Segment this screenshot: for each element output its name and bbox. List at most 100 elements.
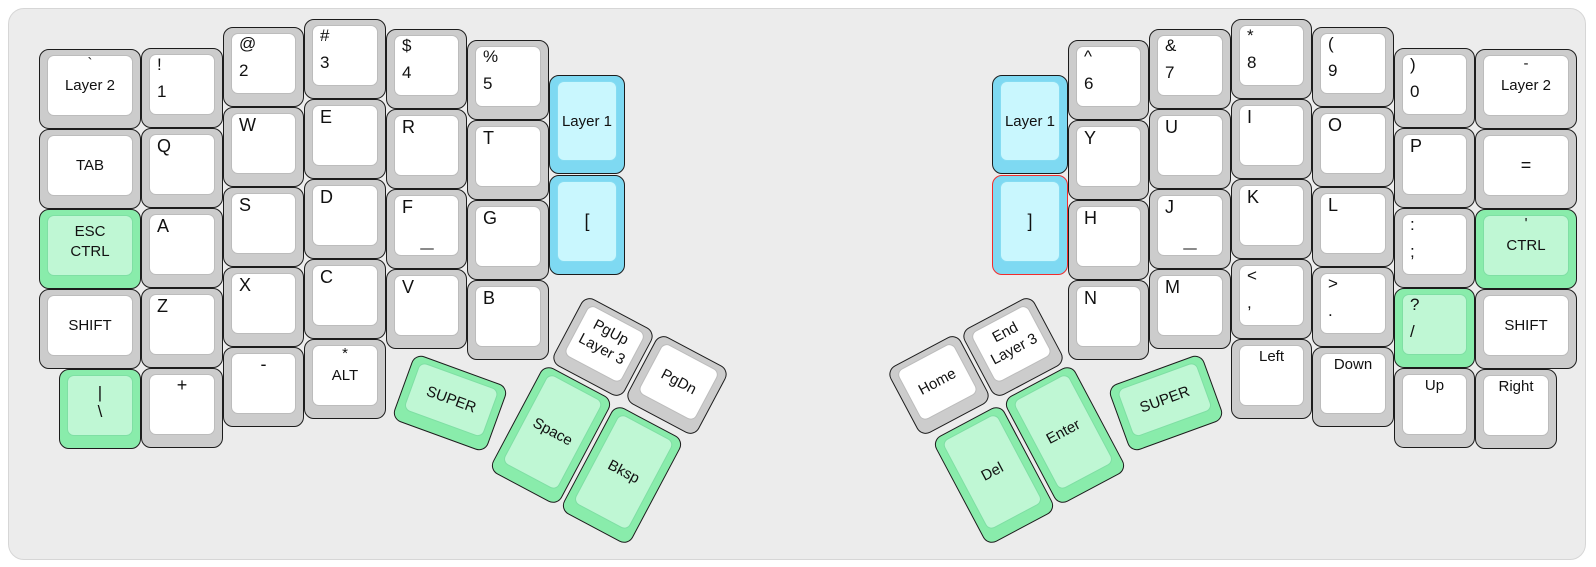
key-label: P <box>1410 136 1423 156</box>
key-caret-6[interactable]: ^6 <box>1068 40 1149 120</box>
keycap-top: ?/ <box>1402 294 1467 355</box>
keycap-top: O <box>1320 113 1386 174</box>
key-label: Layer 2 <box>64 76 116 94</box>
key-label: K <box>1247 187 1260 207</box>
key-paren-0[interactable]: )0 <box>1394 48 1475 128</box>
key-s[interactable]: S <box>223 187 304 267</box>
key-arrow-up[interactable]: Up <box>1394 368 1475 448</box>
key-paren-9[interactable]: (9 <box>1312 27 1394 107</box>
key-label: Bksp <box>604 456 643 488</box>
keycap-top: P <box>1402 134 1467 195</box>
key-n[interactable]: N <box>1068 280 1149 360</box>
key-label: 6 <box>1084 74 1094 94</box>
key-label: Space <box>529 414 576 450</box>
key-minus[interactable]: - <box>223 347 304 427</box>
key-o[interactable]: O <box>1312 107 1394 187</box>
key-w[interactable]: W <box>223 107 304 187</box>
key-colon-semicolon[interactable]: :; <box>1394 208 1475 288</box>
keycap-top: 'CTRL <box>1483 215 1569 276</box>
key-exclaim-1[interactable]: !1 <box>141 48 223 128</box>
key-plus[interactable]: + <box>141 368 223 448</box>
key-u[interactable]: U <box>1149 109 1231 189</box>
key-label: ALT <box>331 366 359 384</box>
keycap-top: M <box>1157 275 1223 336</box>
key-label: / <box>1410 322 1415 342</box>
key-minus-layer2[interactable]: -Layer 2 <box>1475 49 1577 129</box>
key-label: > <box>1328 274 1338 293</box>
key-shift-left[interactable]: SHIFT <box>39 289 141 369</box>
key-d[interactable]: D <box>304 179 386 259</box>
key-label: X <box>239 275 252 295</box>
keycap-top: S <box>231 193 296 254</box>
key-p[interactable]: P <box>1394 128 1475 208</box>
key-amp-7[interactable]: &7 <box>1149 29 1231 109</box>
key-at-2[interactable]: @2 <box>223 27 304 107</box>
key-h[interactable]: H <box>1068 200 1149 280</box>
key-label: L <box>1328 195 1339 215</box>
key-r[interactable]: R <box>386 109 467 189</box>
key-label: 2 <box>239 61 249 81</box>
key-q[interactable]: Q <box>141 128 223 208</box>
key-asterisk-8[interactable]: *8 <box>1231 19 1312 99</box>
key-f[interactable]: F <box>386 189 467 269</box>
key-right-bracket[interactable]: ] <box>992 175 1068 275</box>
key-layer1-right[interactable]: Layer 1 <box>992 75 1068 174</box>
key-b[interactable]: B <box>467 280 549 360</box>
key-dollar-4[interactable]: $4 <box>386 29 467 109</box>
key-m[interactable]: M <box>1149 269 1231 349</box>
key-question-slash[interactable]: ?/ <box>1394 288 1475 368</box>
key-grave-layer2[interactable]: `Layer 2 <box>39 49 141 129</box>
keycap-top: G <box>475 206 541 267</box>
key-l[interactable]: L <box>1312 187 1394 267</box>
key-arrow-down[interactable]: Down <box>1312 347 1394 427</box>
key-hash-3[interactable]: #3 <box>304 19 386 99</box>
key-shift-right[interactable]: SHIFT <box>1475 289 1577 369</box>
key-label: Z <box>157 296 168 316</box>
key-x[interactable]: X <box>223 267 304 347</box>
key-v[interactable]: V <box>386 269 467 349</box>
key-less-comma[interactable]: <, <box>1231 259 1312 339</box>
key-label: U <box>1165 117 1178 137</box>
key-a[interactable]: A <box>141 208 223 288</box>
key-y[interactable]: Y <box>1068 120 1149 200</box>
key-label: R <box>402 117 415 137</box>
key-i[interactable]: I <box>1231 99 1312 179</box>
homing-bar-icon <box>419 248 434 250</box>
key-arrow-left[interactable]: Left <box>1231 339 1312 419</box>
key-k[interactable]: K <box>1231 179 1312 259</box>
key-z[interactable]: Z <box>141 288 223 368</box>
key-left-bracket[interactable]: [ <box>549 175 625 275</box>
key-c[interactable]: C <box>304 259 386 339</box>
keycap-top: U <box>1157 115 1223 176</box>
keycap-top: ] <box>1000 181 1060 262</box>
key-equals[interactable]: = <box>1475 129 1577 209</box>
keycap-top: Z <box>149 294 215 355</box>
key-tab[interactable]: TAB <box>39 129 141 209</box>
key-t[interactable]: T <box>467 120 549 200</box>
keycap-top: Y <box>1076 126 1141 187</box>
keycap-top: - <box>231 353 296 414</box>
key-percent-5[interactable]: %5 <box>467 40 549 120</box>
key-label: = <box>1520 155 1532 175</box>
key-label: Layer 2 <box>1500 76 1552 94</box>
keycap-top: ^6 <box>1076 46 1141 107</box>
key-label: Left <box>1258 348 1285 365</box>
key-asterisk-alt[interactable]: * ALT <box>304 339 386 419</box>
key-e[interactable]: E <box>304 99 386 179</box>
key-label: SHIFT <box>1504 317 1548 334</box>
key-label: G <box>483 208 498 228</box>
key-g[interactable]: G <box>467 200 549 280</box>
keycap-top: [ <box>557 181 617 262</box>
key-j[interactable]: J <box>1149 189 1231 269</box>
key-layer1-left[interactable]: Layer 1 <box>549 75 625 174</box>
key-greater-period[interactable]: >. <box>1312 267 1394 347</box>
key-label: * <box>342 345 348 362</box>
keycap-top: Q <box>149 134 215 195</box>
keycap-top: E <box>312 105 378 166</box>
key-quote-ctrl[interactable]: 'CTRL <box>1475 209 1577 289</box>
key-arrow-right[interactable]: Right <box>1475 369 1557 449</box>
key-pipe-backslash[interactable]: |\ <box>59 369 141 449</box>
